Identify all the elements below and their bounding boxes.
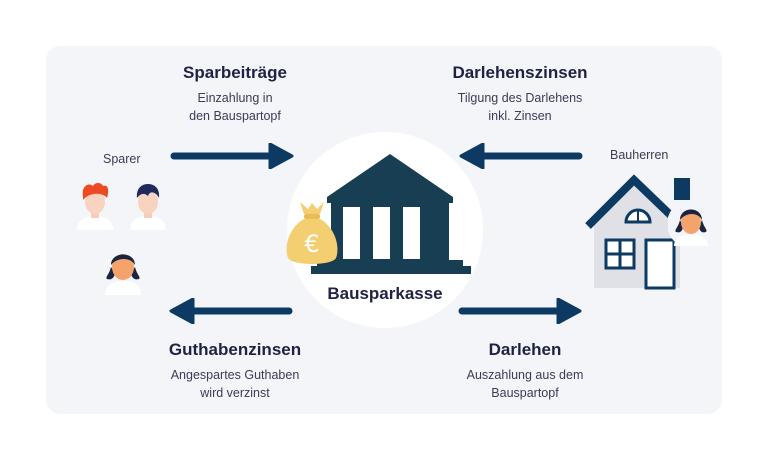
darlehenszinsen-title: Darlehenszinsen bbox=[452, 63, 588, 82]
darlehenszinsen-desc-line2: inkl. Zinsen bbox=[488, 109, 552, 123]
person-woman-icon bbox=[105, 254, 141, 295]
darlehenszinsen-block: Darlehenszinsen Tilgung des Darlehens in… bbox=[430, 63, 610, 125]
darlehen-block: Darlehen Auszahlung aus dem Bauspartopf bbox=[440, 340, 610, 402]
sparbeitraege-desc: Einzahlung in den Bauspartopf bbox=[150, 89, 320, 125]
guthabenzinsen-title: Guthabenzinsen bbox=[168, 340, 302, 359]
bauherren-label: Bauherren bbox=[610, 148, 669, 162]
sparer-label: Sparer bbox=[103, 152, 141, 166]
arrow-left-icon bbox=[169, 298, 293, 324]
arrow-right-icon bbox=[170, 143, 294, 169]
sparbeitraege-desc-line1: Einzahlung in bbox=[197, 91, 273, 105]
guthabenzinsen-block: Guthabenzinsen Angespartes Guthaben wird… bbox=[145, 340, 325, 402]
darlehen-desc-line1: Auszahlung aus dem bbox=[466, 368, 584, 382]
darlehenszinsen-desc: Tilgung des Darlehens inkl. Zinsen bbox=[430, 89, 610, 125]
sparbeitraege-desc-line2: den Bauspartopf bbox=[189, 109, 281, 123]
money-bag-icon: € bbox=[286, 202, 338, 264]
sparbeitraege-block: Sparbeiträge Einzahlung in den Bausparto… bbox=[150, 63, 320, 125]
person-red-hair-icon bbox=[77, 183, 113, 230]
arrow-left-icon bbox=[459, 143, 583, 169]
darlehen-desc-line2: Bauspartopf bbox=[491, 386, 559, 400]
house-icon bbox=[585, 174, 690, 290]
person-dark-hair-icon bbox=[130, 184, 166, 230]
person-bauherrin-icon bbox=[668, 200, 714, 248]
arrow-right-icon bbox=[458, 298, 582, 324]
bausparkasse-label: Bausparkasse bbox=[327, 284, 443, 303]
guthabenzinsen-desc-line2: wird verzinst bbox=[200, 386, 270, 400]
darlehen-desc: Auszahlung aus dem Bauspartopf bbox=[440, 366, 610, 402]
darlehen-title: Darlehen bbox=[488, 340, 562, 359]
svg-text:€: € bbox=[304, 230, 319, 258]
guthabenzinsen-desc: Angespartes Guthaben wird verzinst bbox=[145, 366, 325, 402]
sparbeitraege-title: Sparbeiträge bbox=[183, 63, 287, 82]
darlehenszinsen-desc-line1: Tilgung des Darlehens bbox=[457, 91, 583, 105]
guthabenzinsen-desc-line1: Angespartes Guthaben bbox=[170, 368, 300, 382]
bank-icon bbox=[311, 154, 471, 274]
